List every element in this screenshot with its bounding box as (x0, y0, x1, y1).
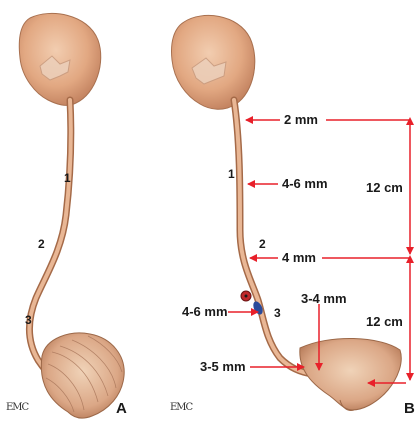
measure-12cm-upper: 12 cm (366, 181, 403, 194)
ureter-b (234, 100, 312, 374)
panel-a-segment-3-label: 3 (25, 314, 32, 326)
panel-b (172, 15, 402, 410)
panel-b-segment-3-label: 3 (274, 307, 281, 319)
panel-a-segment-2-label: 2 (38, 238, 45, 250)
panel-b-segment-2-label: 2 (259, 238, 266, 250)
measure-4mm: 4 mm (282, 251, 316, 264)
bladder-b (300, 338, 401, 410)
measure-12cm-lower: 12 cm (366, 315, 403, 328)
kidney-b (172, 15, 255, 109)
measure-3-4mm: 3-4 mm (301, 292, 347, 305)
measure-4-6mm-lower: 4-6 mm (182, 305, 228, 318)
measure-4-6mm-upper: 4-6 mm (282, 177, 328, 190)
measure-3-5mm: 3-5 mm (200, 360, 246, 373)
kidney-a (19, 13, 100, 105)
panel-b-letter: B (404, 401, 415, 416)
panel-a-letter: A (116, 401, 127, 416)
panel-a-segment-1-label: 1 (64, 172, 71, 184)
panel-b-segment-1-label: 1 (228, 168, 235, 180)
panel-a-credit-logo: EMC (6, 402, 28, 413)
panel-a (19, 13, 124, 418)
measure-2mm: 2 mm (284, 113, 318, 126)
panel-b-credit-logo: EMC (170, 402, 192, 413)
